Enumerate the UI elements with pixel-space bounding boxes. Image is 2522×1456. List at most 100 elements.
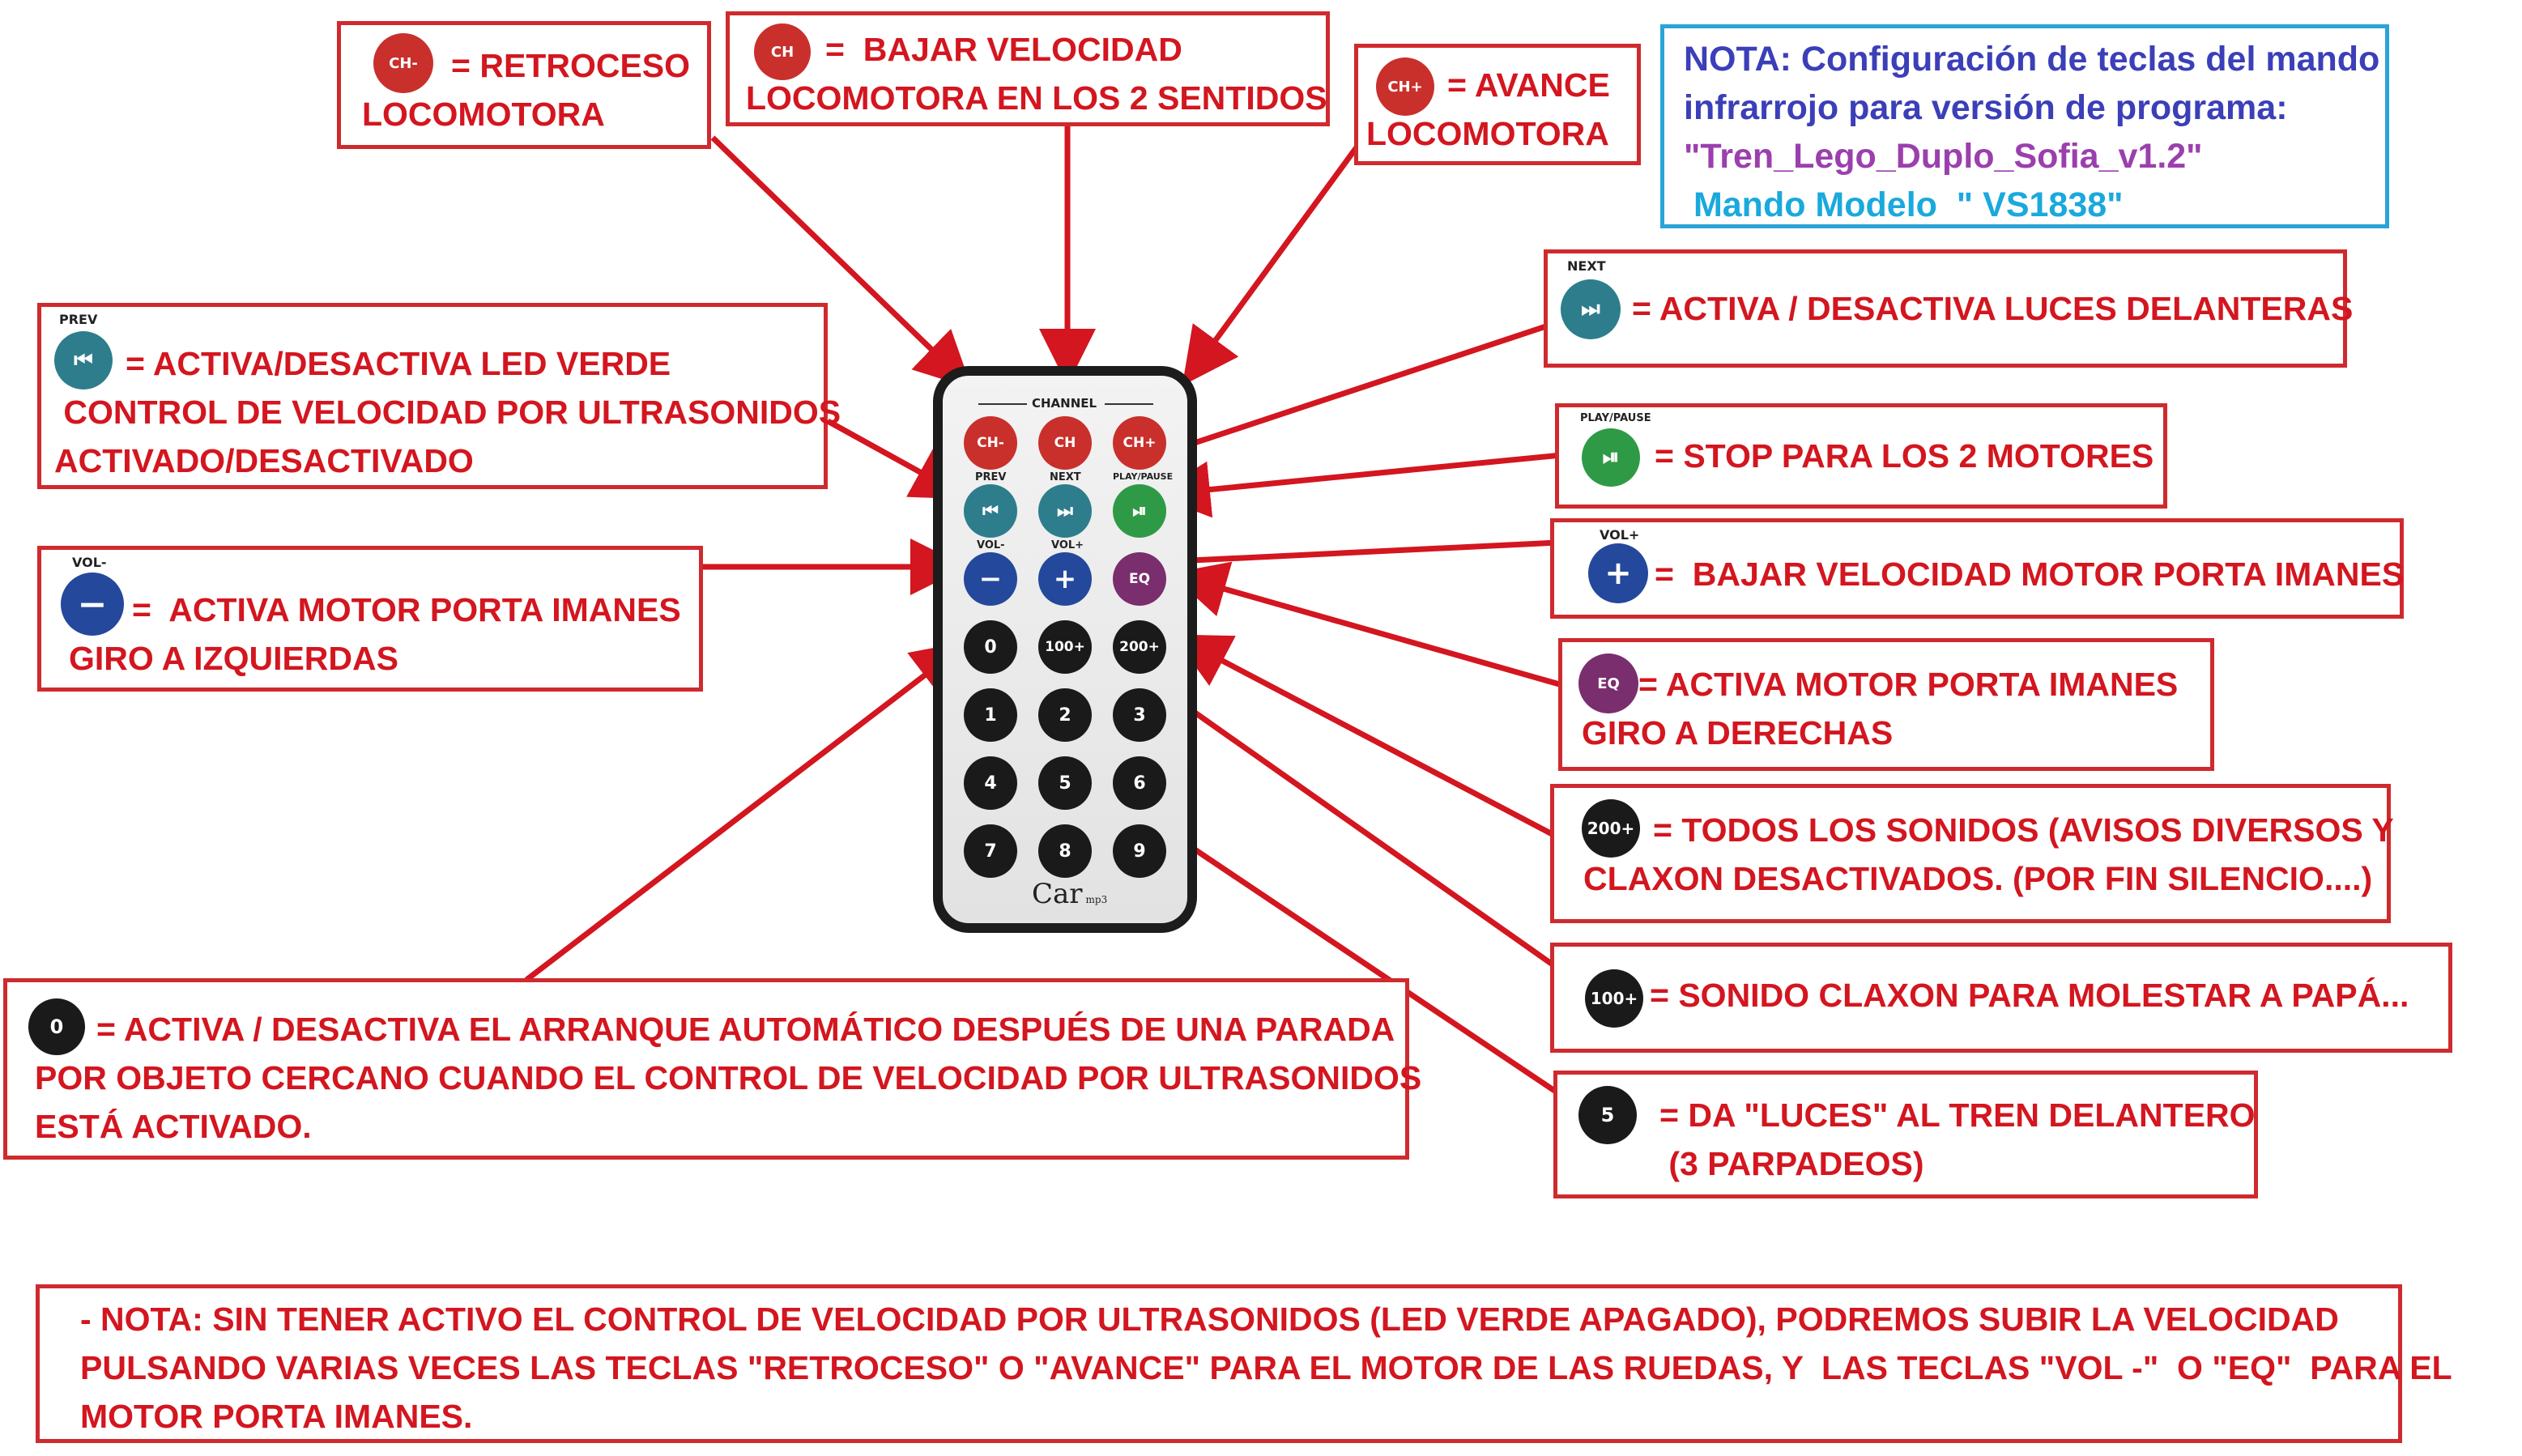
key-1[interactable]: 1 xyxy=(964,688,1017,742)
play-pause-button[interactable]: ⏯ xyxy=(1113,484,1166,538)
key-100-label: 100+ xyxy=(1045,639,1085,655)
claxon-line-1: = SONIDO CLAXON PARA MOLESTAR A PAPÁ... xyxy=(1650,977,2409,1014)
ch-plus-icon: CH+ xyxy=(1376,57,1434,116)
minus-icon: − xyxy=(978,563,1003,595)
brand-sub: mp3 xyxy=(1085,894,1108,905)
play-caption-icon: PLAY/PAUSE xyxy=(1580,412,1651,424)
label-stop: PLAY/PAUSE ⏯ = STOP PARA LOS 2 MOTORES xyxy=(1555,403,2167,509)
vol-minus-caption: VOL- xyxy=(977,539,1005,551)
prev-caption-icon: PREV xyxy=(59,312,98,327)
vol-minus-caption-icon: VOL- xyxy=(72,555,107,570)
arranque-line-2: POR OBJETO CERCANO CUANDO EL CONTROL DE … xyxy=(35,1059,1422,1096)
key-100[interactable]: 100+ xyxy=(1038,620,1092,674)
sonidos-line-2: CLAXON DESACTIVADOS. (POR FIN SILENCIO..… xyxy=(1583,860,2373,897)
nota-final-line-1: - NOTA: SIN TENER ACTIVO EL CONTROL DE V… xyxy=(80,1301,2339,1338)
key-100-icon: 100+ xyxy=(1585,969,1643,1028)
prev-caption: PREV xyxy=(975,471,1007,483)
arrow-arranque xyxy=(524,641,970,982)
ch-icon-label: CH xyxy=(770,43,795,61)
label-bajar-iman: VOL+ + = BAJAR VELOCIDAD MOTOR PORTA IMA… xyxy=(1550,518,2404,619)
minus-icon: − xyxy=(61,573,124,636)
retroceso-line-2: LOCOMOTORA xyxy=(362,96,605,133)
label-led-verde: PREV ⏮ = ACTIVA/DESACTIVA LED VERDE CONT… xyxy=(37,303,841,489)
key-6[interactable]: 6 xyxy=(1113,756,1166,810)
key-200-icon-label: 200+ xyxy=(1587,819,1635,838)
key-100-icon-label: 100+ xyxy=(1590,989,1638,1008)
prev-button[interactable]: ⏮ xyxy=(964,484,1017,538)
key-0[interactable]: 0 xyxy=(964,620,1017,674)
plus-icon: + xyxy=(1053,563,1077,595)
retroceso-line-1: = RETROCESO xyxy=(451,47,691,84)
luces-tren-line-2: (3 PARPADEOS) xyxy=(1659,1145,1924,1182)
arrow-retroceso xyxy=(710,135,973,389)
arrow-sonidos xyxy=(1172,634,1560,841)
ch-label: CH xyxy=(1054,435,1076,451)
ch-button[interactable]: CH xyxy=(1038,416,1092,470)
key-1-label: 1 xyxy=(984,705,997,726)
luces-line-1: = ACTIVA / DESACTIVA LUCES DELANTERAS xyxy=(1632,290,2354,327)
luces-tren-line-1: = DA "LUCES" AL TREN DELANTERO xyxy=(1659,1096,2256,1134)
key-3-label: 3 xyxy=(1133,705,1146,726)
next-icon: ⏭ xyxy=(1057,500,1073,522)
note-line-3: "Tren_Lego_Duplo_Sofia_v1.2" xyxy=(1684,137,2203,176)
vol-minus-button[interactable]: − xyxy=(964,552,1017,606)
eq-icon-label: EQ xyxy=(1597,675,1620,692)
key-7[interactable]: 7 xyxy=(964,824,1017,878)
vol-plus-button[interactable]: + xyxy=(1038,552,1092,606)
next-button[interactable]: ⏭ xyxy=(1038,484,1092,538)
ch-minus-icon-label: CH- xyxy=(389,54,418,72)
note-line-2: infrarrojo para versión de programa: xyxy=(1684,88,2288,127)
nota-final-line-3: MOTOR PORTA IMANES. xyxy=(80,1398,473,1435)
bajar-vel-line-2: LOCOMOTORA EN LOS 2 SENTIDOS xyxy=(746,79,1327,117)
label-izquierdas: VOL- − = ACTIVA MOTOR PORTA IMANES GIRO … xyxy=(37,546,703,692)
key-9[interactable]: 9 xyxy=(1113,824,1166,878)
key-5-icon-label: 5 xyxy=(1600,1104,1615,1126)
next-icon: ⏭ xyxy=(1561,279,1621,339)
eq-button[interactable]: EQ xyxy=(1113,552,1166,606)
channel-divider-right xyxy=(1105,403,1153,405)
label-avance: CH+ = AVANCE LOCOMOTORA xyxy=(1354,44,1641,165)
key-5[interactable]: 5 xyxy=(1038,756,1092,810)
vol-plus-caption-icon: VOL+ xyxy=(1600,527,1640,543)
derechas-line-2: GIRO A DERECHAS xyxy=(1582,714,1894,751)
ch-plus-icon-label: CH+ xyxy=(1387,78,1423,96)
key-5-icon: 5 xyxy=(1578,1086,1637,1144)
key-2-label: 2 xyxy=(1059,705,1071,726)
derechas-line-1: = ACTIVA MOTOR PORTA IMANES xyxy=(1638,666,2179,703)
key-2[interactable]: 2 xyxy=(1038,688,1092,742)
izquierdas-line-2: GIRO A IZQUIERDAS xyxy=(69,640,398,677)
ch-plus-label: CH+ xyxy=(1123,435,1157,451)
note-line-1: NOTA: Configuración de teclas del mando xyxy=(1684,40,2380,79)
channel-caption: CHANNEL xyxy=(1032,396,1097,411)
avance-line-1: = AVANCE xyxy=(1447,66,1610,104)
key-200[interactable]: 200+ xyxy=(1113,620,1166,674)
nota-final-line-2: PULSANDO VARIAS VECES LAS TECLAS "RETROC… xyxy=(80,1349,2452,1386)
label-retroceso: CH- = RETROCESO LOCOMOTORA xyxy=(337,21,711,149)
key-200-icon: 200+ xyxy=(1582,799,1640,858)
label-derechas: EQ = ACTIVA MOTOR PORTA IMANES GIRO A DE… xyxy=(1558,638,2214,771)
key-4[interactable]: 4 xyxy=(964,756,1017,810)
channel-divider-left xyxy=(978,403,1027,405)
config-note: NOTA: Configuración de teclas del mando … xyxy=(1660,24,2389,228)
label-luces-tren: 5 = DA "LUCES" AL TREN DELANTERO (3 PARP… xyxy=(1553,1071,2258,1198)
key-8[interactable]: 8 xyxy=(1038,824,1092,878)
avance-line-2: LOCOMOTORA xyxy=(1366,115,1609,152)
eq-label: EQ xyxy=(1128,571,1151,587)
ch-plus-button[interactable]: CH+ xyxy=(1113,416,1166,470)
key-0-label: 0 xyxy=(984,636,997,658)
label-nota-final: - NOTA: SIN TENER ACTIVO EL CONTROL DE V… xyxy=(36,1284,2452,1443)
key-3[interactable]: 3 xyxy=(1113,688,1166,742)
label-arranque: 0 = ACTIVA / DESACTIVA EL ARRANQUE AUTOM… xyxy=(3,978,1421,1160)
key-6-label: 6 xyxy=(1133,773,1146,794)
vol-plus-caption: VOL+ xyxy=(1051,539,1084,551)
key-9-label: 9 xyxy=(1133,841,1146,862)
arrow-stop xyxy=(1153,450,1578,518)
play-pause-icon: ⏯ xyxy=(1582,428,1640,487)
next-caption-icon: NEXT xyxy=(1567,258,1606,274)
label-sonidos: 200+ = TODOS LOS SONIDOS (AVISOS DIVERSO… xyxy=(1550,784,2394,923)
izquierdas-line-1: = ACTIVA MOTOR PORTA IMANES xyxy=(132,591,681,628)
arrow-derechas xyxy=(1169,561,1569,690)
brand-name: Car xyxy=(1032,878,1083,910)
ch-minus-button[interactable]: CH- xyxy=(964,416,1017,470)
